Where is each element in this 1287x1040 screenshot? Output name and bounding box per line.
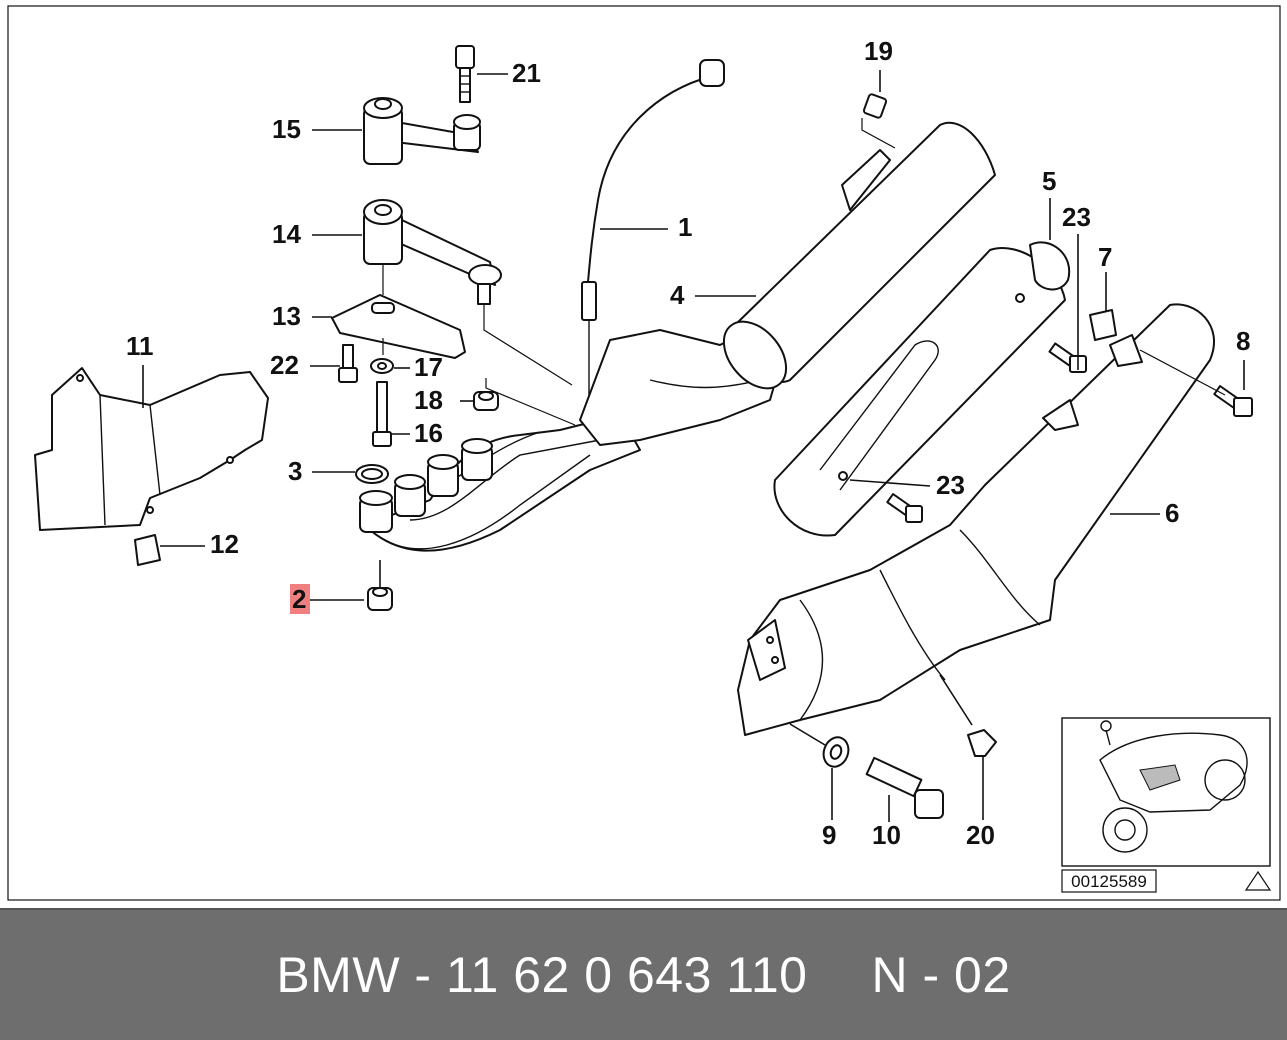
part-1-sensor (581, 59, 725, 420)
callout-20: 20 (966, 820, 995, 850)
part-15-arm (363, 97, 481, 165)
callout-9: 9 (822, 820, 836, 850)
part-19-pin (862, 93, 888, 119)
alignment-line (483, 304, 573, 386)
part-3-gasket (355, 464, 389, 484)
part-7-clip (1089, 309, 1117, 341)
callout-23-top: 23 (1062, 202, 1091, 232)
callout-7: 7 (1098, 242, 1112, 272)
part-9-washer (822, 736, 850, 768)
leader-line (789, 723, 826, 746)
alignment-line (1139, 349, 1226, 396)
part-8-bolt (1213, 385, 1253, 417)
leader-line (939, 674, 973, 726)
part-16-bolt (372, 381, 392, 447)
footer-caption: BMW - 11 62 0 643 110 N - 02 (0, 910, 1287, 1040)
alignment-line (485, 378, 576, 426)
callout-5: 5 (1042, 166, 1056, 196)
callout-11: 11 (126, 331, 154, 361)
parts-diagram: 1 2 3 4 5 6 7 8 9 10 11 12 13 14 15 16 1… (7, 5, 1281, 901)
callout-6: 6 (1165, 498, 1179, 528)
part-17-washer (370, 358, 394, 374)
position-code: N - 02 (871, 947, 1011, 1003)
callout-17: 17 (414, 352, 443, 382)
callout-3: 3 (288, 456, 302, 486)
part-2-nut (367, 587, 393, 611)
diagram-frame (7, 5, 1281, 901)
callout-19: 19 (864, 36, 893, 66)
callout-1: 1 (678, 212, 692, 242)
callout-13: 13 (272, 301, 301, 331)
footer-bar: BMW - 11 62 0 643 110 N - 02 (0, 908, 1287, 1040)
part-number: BMW - 11 62 0 643 110 (276, 947, 808, 1003)
alignment-line (861, 118, 896, 149)
callout-4: 4 (670, 280, 685, 310)
callout-22: 22 (270, 350, 299, 380)
callout-labels: 1 2 3 4 5 6 7 8 9 10 11 12 13 14 15 16 1… (126, 36, 1250, 850)
callout-23-middle: 23 (936, 470, 965, 500)
exploded-view-drawing: 1 2 3 4 5 6 7 8 9 10 11 12 13 14 15 16 1… (7, 5, 1281, 901)
part-13-plate (331, 294, 466, 359)
callout-21: 21 (512, 58, 541, 88)
part-14-arm (363, 199, 502, 305)
part-11-heat-shield (34, 367, 269, 531)
part-20-rivet (967, 729, 997, 757)
part-12-clip (134, 534, 161, 566)
mount-bracket (1042, 399, 1079, 431)
callout-15: 15 (272, 114, 301, 144)
callout-12: 12 (210, 529, 239, 559)
leader-lines (142, 70, 1245, 822)
part-22-bolt (338, 344, 358, 383)
warning-triangle-icon (1244, 870, 1272, 891)
part-4-muffler (722, 122, 996, 390)
callout-8: 8 (1236, 326, 1250, 356)
part-23-bolt (886, 493, 923, 523)
part-21-screw (455, 45, 475, 103)
highlight-marker (290, 584, 310, 614)
part-18-nut (473, 391, 499, 411)
part-6-silencer (737, 303, 1216, 736)
callout-14: 14 (272, 219, 301, 249)
part-10-bolt (865, 756, 944, 819)
callout-16: 16 (414, 418, 443, 448)
image-number-box: 00125589 (1061, 869, 1157, 893)
image-number: 00125589 (1071, 872, 1147, 891)
part-23-bolt (1048, 342, 1087, 373)
callout-10: 10 (872, 820, 901, 850)
part-5-silencer (773, 241, 1071, 537)
callout-18: 18 (414, 385, 443, 415)
mount-bracket (1109, 334, 1143, 367)
location-inset (1061, 717, 1271, 867)
callout-2: 2 (292, 584, 306, 614)
